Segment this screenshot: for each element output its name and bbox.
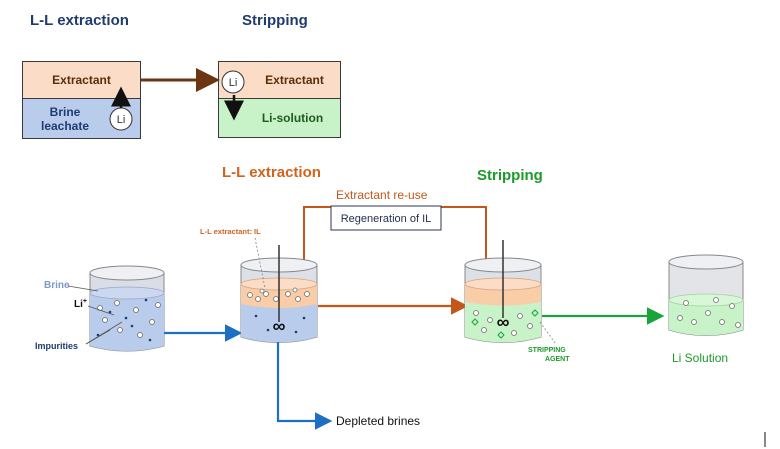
depleted-brines-arrow xyxy=(276,342,333,430)
li-superscript: + xyxy=(83,298,87,305)
brine-label-line1: Brine xyxy=(49,104,81,119)
brine-impurities xyxy=(96,298,152,342)
brine-pointer xyxy=(67,285,99,292)
li-ion-right-label: Li xyxy=(229,77,238,89)
brine-particles xyxy=(97,300,161,338)
regeneration-box xyxy=(330,205,442,231)
li-ion-left xyxy=(109,107,133,131)
impurities-label: Impurities xyxy=(35,341,78,351)
extraction-impurities xyxy=(254,314,306,334)
top-extraction-title: L-L extraction xyxy=(30,12,129,29)
reuse-label: Extractant re-use xyxy=(336,188,428,202)
process-extraction-title: L-L extraction xyxy=(222,164,321,181)
li-solution-beaker xyxy=(668,254,744,336)
brine-label: Brine xyxy=(44,280,70,291)
extractant-label: L-L extractant: IL xyxy=(200,227,261,236)
reuse-loop-line xyxy=(296,206,487,284)
li-solution-label: Li-solution xyxy=(261,111,324,125)
top-stripping-title: Stripping xyxy=(242,12,308,29)
depleted-brines-label: Depleted brines xyxy=(336,414,420,428)
stripping-particles xyxy=(473,310,533,336)
li-solution-particles xyxy=(677,297,741,328)
stripping-agent-markers xyxy=(471,309,539,339)
regeneration-label: Regeneration of IL xyxy=(341,213,432,225)
brine-beaker xyxy=(89,265,165,352)
li-ion-left-label: Li xyxy=(117,114,126,126)
impurities-pointer-2 xyxy=(85,321,123,345)
li-label: Li+ xyxy=(74,298,87,310)
extraction-stirrer-blade: ∞ xyxy=(273,316,286,336)
stripping-agent-pointer xyxy=(539,321,557,345)
extractant-pointer xyxy=(254,237,266,289)
right-extractant-label: Extractant xyxy=(265,73,324,87)
brine-label-line2: leachate xyxy=(41,118,90,133)
left-extractant-label: Extractant xyxy=(52,73,111,87)
li-ion-right xyxy=(221,70,245,94)
stripping-agent-line2: AGENT xyxy=(545,356,570,363)
stripping-agent-line1: STRIPPING xyxy=(528,347,566,354)
extraction-particles xyxy=(247,287,310,302)
li-solution-label: Li Solution xyxy=(672,351,728,365)
stripping-stirrer-blade: ∞ xyxy=(497,312,510,332)
li-pointer xyxy=(87,305,115,316)
process-stripping-title: Stripping xyxy=(477,167,543,184)
